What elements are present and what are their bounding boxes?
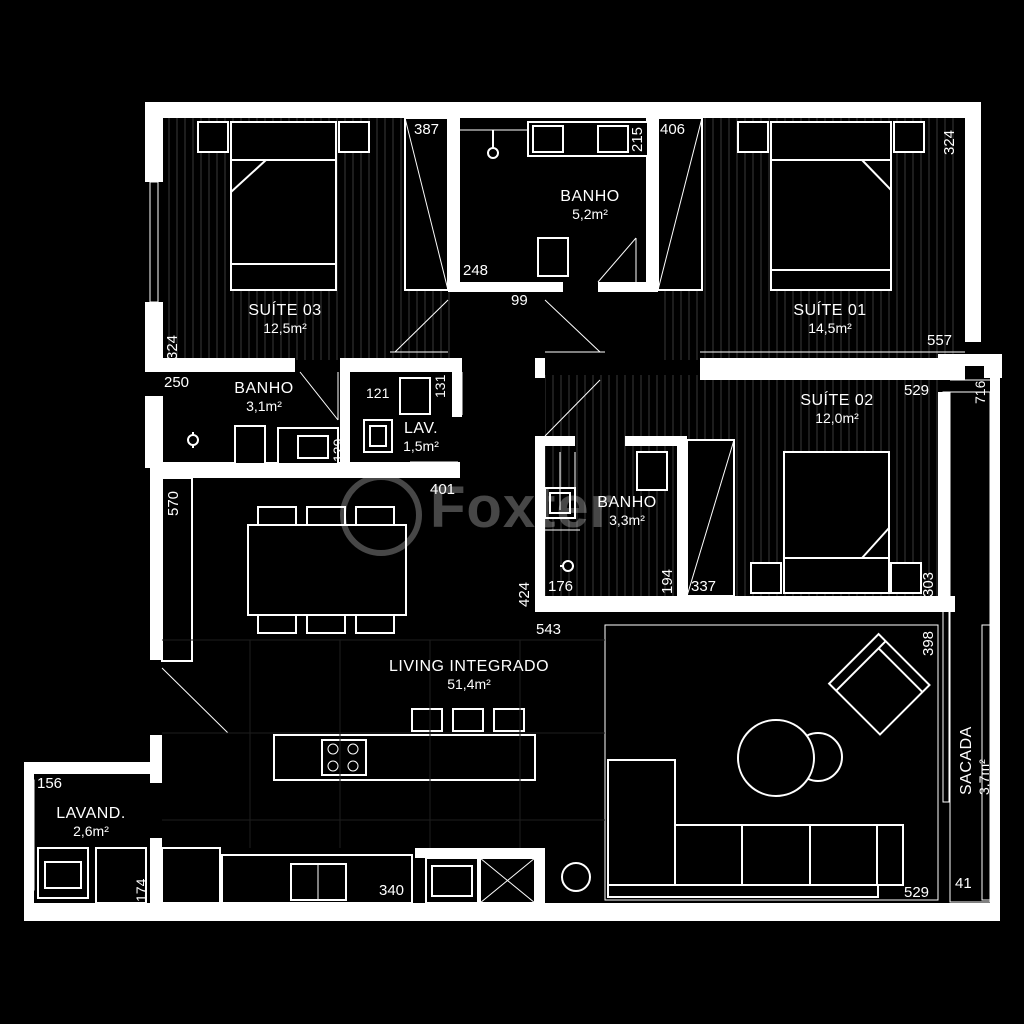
dim-387: 387 xyxy=(414,121,440,138)
suite02-name: SUÍTE 02 xyxy=(800,392,874,409)
banho-mid-area: 3,3m² xyxy=(609,512,645,529)
lav-area: 1,5m² xyxy=(403,438,439,455)
suite03-furniture xyxy=(197,117,449,353)
lavand-furniture xyxy=(37,847,147,904)
dim-131: 131 xyxy=(432,374,448,398)
lav-name: LAV. xyxy=(403,420,439,437)
dim-121: 121 xyxy=(366,385,390,401)
lavand-label: LAVAND. 2,6m² xyxy=(46,805,136,839)
living-label: LIVING INTEGRADO 51,4m² xyxy=(369,658,569,692)
dim-570: 570 xyxy=(165,490,182,516)
suite01-area: 14,5m² xyxy=(808,320,852,337)
banho-mid-label: BANHO 3,3m² xyxy=(582,494,672,528)
lavand-area: 2,6m² xyxy=(73,823,109,840)
suite03-name: SUÍTE 03 xyxy=(248,302,322,319)
dim-215: 215 xyxy=(629,126,646,152)
banho-left-area: 3,1m² xyxy=(246,398,282,415)
watermark-logo-icon xyxy=(340,474,422,556)
banho-top-area: 5,2m² xyxy=(572,206,608,223)
suite01-name: SUÍTE 01 xyxy=(793,302,867,319)
dim-529-top: 529 xyxy=(904,382,930,399)
outer-walls xyxy=(24,102,1002,921)
dim-398: 398 xyxy=(920,630,937,656)
suite03-label: SUÍTE 03 12,5m² xyxy=(235,302,335,336)
dim-324-left: 324 xyxy=(164,334,181,360)
dim-324-top: 324 xyxy=(941,129,958,155)
windows xyxy=(25,159,991,901)
dim-41: 41 xyxy=(955,875,972,892)
sacada-area: 3,7m² xyxy=(976,759,993,795)
dim-156: 156 xyxy=(37,775,63,792)
banho-top-furniture xyxy=(460,121,649,283)
sacada-outline xyxy=(949,379,991,903)
sacada-label: SACADA 3,7m² xyxy=(958,705,995,795)
living-area: 51,4m² xyxy=(447,676,491,693)
lavand-name: LAVAND. xyxy=(56,805,126,822)
dim-337: 337 xyxy=(691,578,717,595)
banho-mid-furniture xyxy=(544,451,668,572)
dim-401: 401 xyxy=(430,481,456,498)
suite03-area: 12,5m² xyxy=(263,320,307,337)
dim-99: 99 xyxy=(511,292,528,309)
suite01-label: SUÍTE 01 14,5m² xyxy=(780,302,880,336)
banho-top-label: BANHO 5,2m² xyxy=(545,188,635,222)
dim-543: 543 xyxy=(536,621,562,638)
dim-248: 248 xyxy=(463,262,489,279)
dim-424: 424 xyxy=(516,581,533,607)
living-name: LIVING INTEGRADO xyxy=(388,658,550,675)
watermark-text: Foxter xyxy=(430,475,614,540)
lav-label: LAV. 1,5m² xyxy=(396,420,446,454)
dim-716: 716 xyxy=(972,380,988,404)
dim-176: 176 xyxy=(548,578,574,595)
banho-left-name: BANHO xyxy=(234,380,294,397)
banho-left-furniture xyxy=(187,371,463,465)
dim-250: 250 xyxy=(164,374,190,391)
dim-194: 194 xyxy=(659,568,676,594)
dim-340: 340 xyxy=(379,882,405,899)
suite02-furniture xyxy=(544,379,922,597)
sacada-name: SACADA xyxy=(958,726,975,795)
dim-529-bottom: 529 xyxy=(904,884,930,901)
dim-174: 174 xyxy=(133,878,149,902)
banho-top-name: BANHO xyxy=(560,188,620,205)
suite02-label: SUÍTE 02 12,0m² xyxy=(787,392,887,426)
banho-mid-name: BANHO xyxy=(597,494,657,511)
dim-406: 406 xyxy=(660,121,686,138)
suite01-furniture xyxy=(544,117,925,353)
floor-grid xyxy=(162,639,605,848)
living-furniture xyxy=(604,624,939,901)
suite02-area: 12,0m² xyxy=(815,410,859,427)
banho-left-label: BANHO 3,1m² xyxy=(219,380,309,414)
dim-129: 129 xyxy=(330,438,346,462)
kitchen-furniture xyxy=(161,708,591,904)
dim-303: 303 xyxy=(920,571,937,597)
dim-557: 557 xyxy=(927,332,953,349)
